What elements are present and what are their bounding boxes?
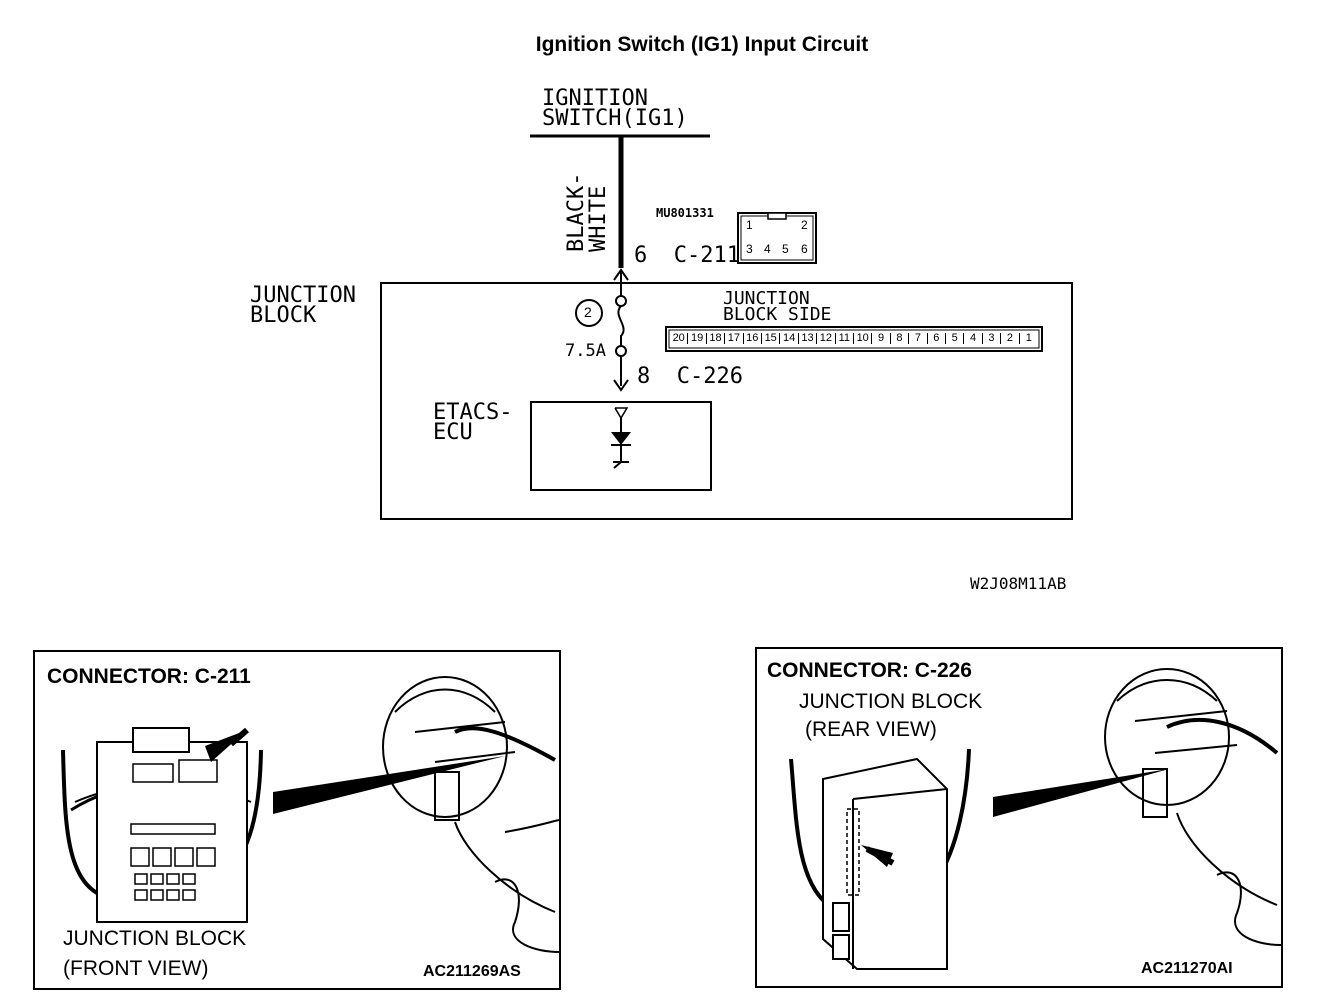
panel-image-code: AC211269AS — [423, 963, 521, 980]
etacs-label-line1: ETACS- — [433, 400, 513, 425]
c211-pin: 4 — [764, 242, 771, 256]
junction-block-side-pin: 16 — [744, 333, 762, 344]
junction-block-side-pin: 17 — [725, 333, 744, 344]
fuse-number-circle — [575, 299, 603, 327]
connector-c226-symbol — [613, 379, 629, 392]
panel-heading: CONNECTOR: C-211 — [47, 665, 251, 688]
figure-code: W2J08M11AB — [970, 574, 1067, 593]
panel-caption-line1: JUNCTION BLOCK — [799, 690, 983, 713]
junction-block-side-pin: 10 — [854, 333, 873, 344]
junction-block-side-pin: 7 — [909, 333, 928, 344]
junction-block-side-pin: 8 — [891, 333, 910, 344]
junction-block-label-line1: JUNCTION — [250, 283, 356, 308]
junction-block-side-pin: 3 — [983, 333, 1002, 344]
panel-image-code: AC211270AI — [1141, 960, 1233, 977]
fuse-rating: 7.5A — [565, 341, 606, 361]
wire-color-label-line1: BLACK- — [564, 172, 589, 252]
c211-pin: 3 — [746, 242, 753, 256]
junction-block-side-pin: 19 — [688, 333, 707, 344]
junction-block-side-connector — [665, 326, 1043, 352]
connector-c226-panel: CONNECTOR: C-226 JUNCTION BLOCK (REAR VI… — [755, 647, 1283, 988]
junction-block-side-pin: 13 — [799, 333, 818, 344]
connector-c211-panel: CONNECTOR: C-211 — [33, 650, 561, 990]
panel-caption-line2: (FRONT VIEW) — [63, 957, 209, 980]
junction-block-side-pin: 4 — [964, 333, 983, 344]
junction-block-side-pin: 1 — [1025, 332, 1032, 344]
panel-heading: CONNECTOR: C-226 — [767, 659, 972, 682]
junction-block-side-pin: 6 — [928, 333, 946, 344]
junction-block-side-pin: 9 — [872, 333, 891, 344]
connector-c211-pin-label: 6 C-211 — [634, 243, 740, 268]
junction-block-box — [380, 282, 1073, 520]
fuse-symbol — [617, 305, 625, 346]
junction-block-side-pin: 5 — [946, 333, 965, 344]
wire-color-label-line2: WHITE — [586, 185, 611, 252]
connector-c211-face — [737, 212, 817, 264]
circuit-schematic — [380, 134, 1073, 520]
junction-block-side-pin: 18 — [707, 333, 726, 344]
junction-block-label-line2: BLOCK — [250, 303, 317, 328]
junction-block-side-label-line2: BLOCK SIDE — [723, 304, 832, 325]
panel-caption-line1: JUNCTION BLOCK — [63, 927, 247, 950]
junction-block-side-pin: 15 — [762, 333, 781, 344]
connector-c226-pin-label: 8 C-226 — [637, 364, 743, 389]
c211-pin: 6 — [801, 242, 808, 256]
fuse-number: 2 — [584, 304, 592, 320]
etacs-label-line2: ECU — [433, 420, 473, 445]
junction-block-front-illustration — [61, 676, 559, 953]
c211-pin: 2 — [801, 218, 808, 232]
ignition-switch-label-line2: SWITCH(IG1) — [542, 106, 688, 131]
junction-block-side-pin: 20 — [670, 333, 689, 344]
c211-pin: 5 — [782, 242, 789, 256]
panel-caption-line2: (REAR VIEW) — [805, 718, 937, 741]
ignition-switch-label-line1: IGNITION — [542, 86, 648, 111]
diode-symbol — [611, 432, 631, 445]
c211-pin: 1 — [746, 218, 753, 232]
junction-block-side-pin: 14 — [780, 333, 799, 344]
junction-block-side-label-line1: JUNCTION — [723, 288, 810, 309]
etacs-ecu-box — [530, 401, 712, 491]
junction-block-rear-illustration — [789, 668, 1281, 970]
page-title: Ignition Switch (IG1) Input Circuit — [535, 33, 869, 56]
junction-block-side-pin: 2 — [1001, 333, 1020, 344]
junction-block-side-pin: 12 — [817, 333, 836, 344]
junction-block-side-pin: 11 — [836, 333, 854, 344]
connector-c211-part-number: MU801331 — [656, 206, 714, 220]
